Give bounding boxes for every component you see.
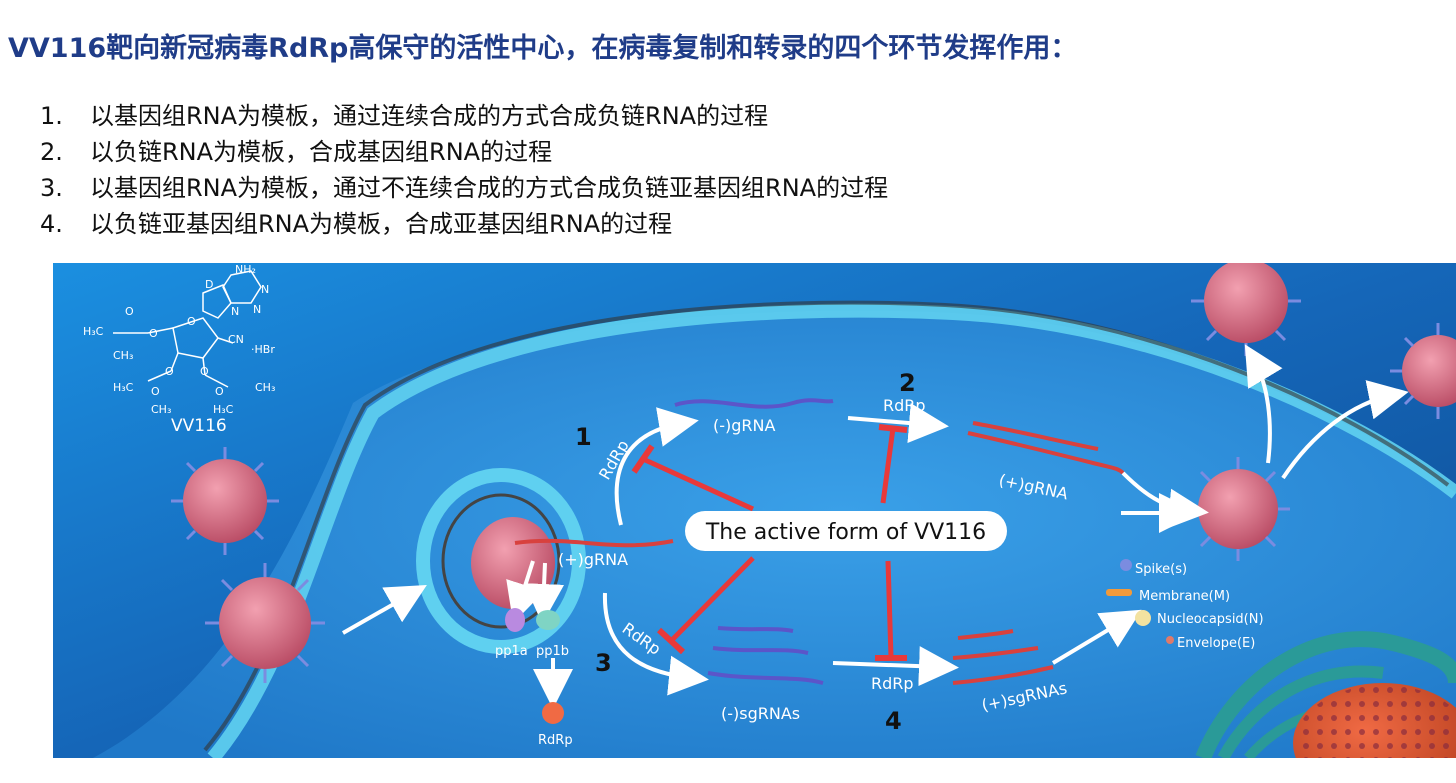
- inhibit-step2-bar: [878, 424, 908, 433]
- negative-grna-strand: [674, 398, 834, 409]
- molecule-atom: O: [187, 315, 196, 328]
- polyproteins: pp1a pp1b RdRp: [495, 608, 573, 748]
- molecule-atom: N: [261, 283, 269, 296]
- molecule-atom: CH₃: [151, 403, 171, 416]
- rna-strands: [514, 398, 1125, 685]
- step-number-1: 1: [575, 423, 592, 451]
- list-item: 1. 以基因组RNA为模板，通过连续合成的方式合成负链RNA的过程: [40, 98, 888, 134]
- inhibit-step1-bar: [631, 444, 655, 474]
- page-title: VV116靶向新冠病毒RdRp高保守的活性中心，在病毒复制和转录的四个环节发挥作…: [8, 33, 1078, 64]
- center-grna-strand: [514, 538, 674, 548]
- step-number: 4.: [40, 210, 63, 238]
- molecule-atom: D: [205, 278, 213, 291]
- legend-nucleocapsid: Nucleocapsid(N): [1157, 612, 1264, 627]
- rdrp-protein: [542, 702, 564, 724]
- process-arrows: [342, 344, 1409, 709]
- step-text: 以负链RNA为模板，合成基因组RNA的过程: [90, 138, 553, 166]
- pos-sgrna-strand: [957, 629, 1014, 640]
- positive-grna-strand: [972, 421, 1099, 451]
- step-number-4: 4: [885, 707, 902, 735]
- list-item: 2. 以负链RNA为模板，合成基因组RNA的过程: [40, 134, 888, 170]
- list-item: 4. 以负链亚基因组RNA为模板，合成亚基因组RNA的过程: [40, 206, 888, 242]
- step-number: 3.: [40, 174, 63, 202]
- step-number-2: 2: [899, 369, 916, 397]
- rdrp-protein-label: RdRp: [538, 733, 573, 748]
- pp1a-protein: [505, 608, 525, 632]
- neg-sgrna-strand: [712, 646, 809, 655]
- step-number: 1.: [40, 102, 63, 130]
- arrow-release: [1244, 344, 1283, 464]
- molecule-atom: CN: [228, 333, 244, 346]
- legend-spike: Spike(s): [1135, 562, 1187, 577]
- membrane-icon: [1106, 589, 1132, 596]
- arrow-step1: [614, 407, 699, 526]
- inhibit-step4: [885, 560, 894, 658]
- neg-sgrna-strand: [707, 671, 824, 685]
- step-text: 以基因组RNA为模板，通过连续合成的方式合成负链RNA的过程: [90, 102, 769, 130]
- virus-particle: [171, 447, 279, 555]
- arrow-translation: [524, 562, 565, 624]
- inhibit-step2: [880, 427, 896, 504]
- molecule-atom: N: [253, 303, 261, 316]
- molecule-atom: O: [149, 327, 158, 340]
- pp1b-protein: [536, 610, 560, 630]
- pos-sgrna-strand: [952, 646, 1039, 660]
- step-list: 1. 以基因组RNA为模板，通过连续合成的方式合成负链RNA的过程 2. 以负链RN…: [40, 98, 888, 242]
- molecule-atom: O: [215, 385, 224, 398]
- molecule-atom: O: [125, 305, 134, 318]
- legend-envelope: Envelope(E): [1177, 636, 1255, 651]
- molecule-atom: H₃C: [213, 403, 234, 416]
- rdrp-label-4: RdRp: [871, 674, 914, 693]
- inhibit-step3: [669, 556, 755, 643]
- pp1b-label: pp1b: [536, 644, 569, 659]
- arrow-step2: [847, 403, 949, 443]
- molecule-atom: CH₃: [255, 381, 275, 394]
- virus-particle: [1186, 457, 1290, 561]
- active-form-label: The active form of VV116: [685, 511, 1007, 551]
- arrow-step4: [832, 646, 959, 687]
- spike-icon: [1120, 559, 1132, 571]
- virus-particle: [205, 563, 325, 683]
- arrow-release: [1281, 380, 1409, 480]
- neg-sgrna-strand: [717, 626, 794, 633]
- protein-legend: Spike(s) Membrane(M) Nucleocapsid(N) Env…: [1106, 559, 1264, 651]
- molecule-atom: H₃C: [113, 381, 134, 394]
- pos-sgrna-strand: [952, 665, 1054, 685]
- step-text: 以基因组RNA为模板，通过不连续合成的方式合成负链亚基因组RNA的过程: [90, 174, 889, 202]
- arrow-sg-to-proteins: [1051, 609, 1142, 665]
- molecule-name: VV116: [171, 416, 227, 436]
- neg-grna-label: (-)gRNA: [713, 416, 776, 435]
- nucleus: [1293, 683, 1456, 758]
- rdrp-label-2: RdRp: [883, 396, 926, 415]
- molecule-atom: O: [200, 365, 209, 378]
- molecule-atom: CH₃: [113, 349, 133, 362]
- arrow-infection: [342, 585, 427, 635]
- legend-membrane: Membrane(M): [1139, 589, 1230, 604]
- positive-grna-strand: [967, 431, 1125, 475]
- molecule-atom: O: [165, 365, 174, 378]
- molecule-atom: N: [231, 305, 239, 318]
- step-text: 以负链亚基因组RNA为模板，合成亚基因组RNA的过程: [90, 210, 673, 238]
- step-number-3: 3: [595, 649, 612, 677]
- neg-sgrnas-label: (-)sgRNAs: [721, 704, 800, 723]
- inhibit-step1: [641, 456, 755, 512]
- step-number: 2.: [40, 138, 63, 166]
- molecule-atom: ·HBr: [251, 343, 275, 356]
- molecule-atom: H₃C: [83, 325, 104, 338]
- mechanism-illustration: NH₂ D N N N O O O O O O O CN ·HBr H₃C CH…: [53, 263, 1456, 758]
- inhibition-lines: [631, 424, 908, 661]
- molecule-atom: NH₂: [235, 263, 256, 276]
- active-form-text: The active form of VV116: [705, 520, 986, 545]
- vv116-structure: NH₂ D N N N O O O O O O O CN ·HBr H₃C CH…: [83, 263, 275, 436]
- arrow-step3: [602, 592, 709, 696]
- cell-membrane-outline: [203, 300, 1450, 752]
- list-item: 3. 以基因组RNA为模板，通过不连续合成的方式合成负链亚基因组RNA的过程: [40, 170, 888, 206]
- pp1a-label: pp1a: [495, 644, 528, 659]
- molecule-atom: O: [151, 385, 160, 398]
- nucleocapsid-icon: [1135, 610, 1151, 626]
- center-grna-label: (+)gRNA: [558, 550, 628, 569]
- envelope-icon: [1166, 636, 1174, 644]
- inhibit-step3-bar: [656, 627, 686, 655]
